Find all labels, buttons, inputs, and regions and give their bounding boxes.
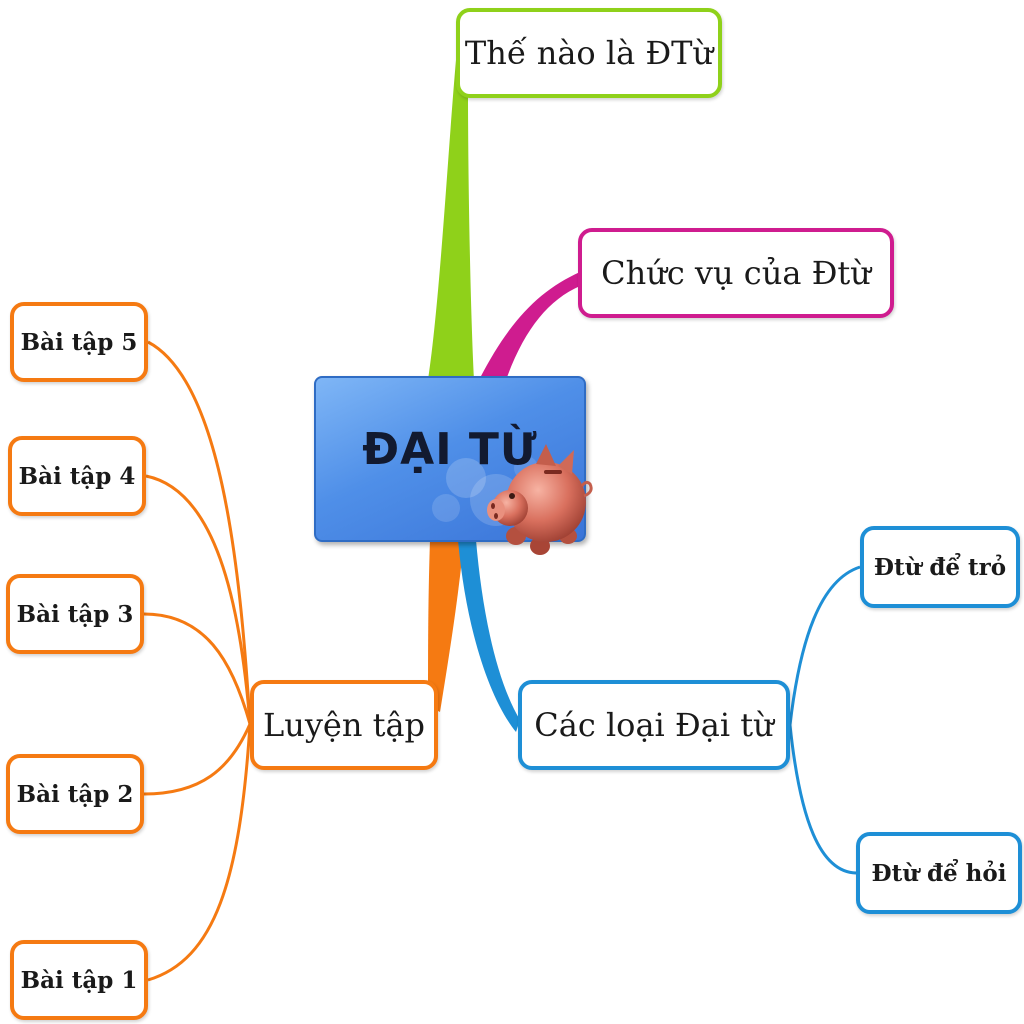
topic-definition[interactable]: Thế nào là ĐTừ: [456, 8, 722, 98]
connector-sub1: [788, 565, 861, 726]
connector-ex1: [147, 723, 252, 982]
connector-ex2: [143, 723, 252, 796]
connectors-types-children: [788, 565, 861, 875]
topic-types-label: Các loại Đại từ: [534, 706, 774, 744]
subtopic-exercise-1-label: Bài tập 1: [20, 966, 138, 994]
subtopic-exercise-1[interactable]: Bài tập 1: [10, 940, 148, 1020]
topic-definition-label: Thế nào là ĐTừ: [464, 34, 714, 72]
topic-practice[interactable]: Luyện tập: [250, 680, 438, 770]
subtopic-interrogative-pronoun-label: Đtừ để hỏi: [871, 859, 1007, 887]
subtopic-exercise-3[interactable]: Bài tập 3: [6, 574, 144, 654]
connector-role: [480, 272, 580, 380]
subtopic-exercise-2[interactable]: Bài tập 2: [6, 754, 144, 834]
connector-ex5: [147, 340, 252, 725]
subtopic-exercise-2-label: Bài tập 2: [16, 780, 134, 808]
piggy-bank-icon: [487, 444, 593, 555]
subtopic-exercise-4-label: Bài tập 4: [18, 462, 136, 490]
subtopic-exercise-5-label: Bài tập 5: [20, 328, 138, 356]
subtopic-interrogative-pronoun[interactable]: Đtừ để hỏi: [856, 832, 1022, 914]
connector-practice: [428, 540, 464, 712]
subtopic-exercise-4[interactable]: Bài tập 4: [8, 436, 146, 516]
subtopic-demonstrative-pronoun[interactable]: Đtừ để trỏ: [860, 526, 1020, 608]
topic-role-label: Chức vụ của Đtừ: [601, 254, 871, 292]
subtopic-exercise-5[interactable]: Bài tập 5: [10, 302, 148, 382]
subtopic-exercise-3-label: Bài tập 3: [16, 600, 134, 628]
subtopic-demonstrative-pronoun-label: Đtừ để trỏ: [873, 553, 1007, 581]
connector-sub2: [788, 724, 857, 875]
connector-ex3: [143, 612, 252, 725]
connector-ex4: [145, 474, 252, 725]
connector-definition: [428, 60, 474, 380]
connectors-practice-children: [143, 340, 252, 982]
central-topic-label: ĐẠI TỪ: [362, 424, 538, 475]
topic-role[interactable]: Chức vụ của Đtừ: [578, 228, 894, 318]
topic-types[interactable]: Các loại Đại từ: [518, 680, 790, 770]
connector-types: [458, 540, 520, 732]
topic-practice-label: Luyện tập: [262, 706, 426, 744]
